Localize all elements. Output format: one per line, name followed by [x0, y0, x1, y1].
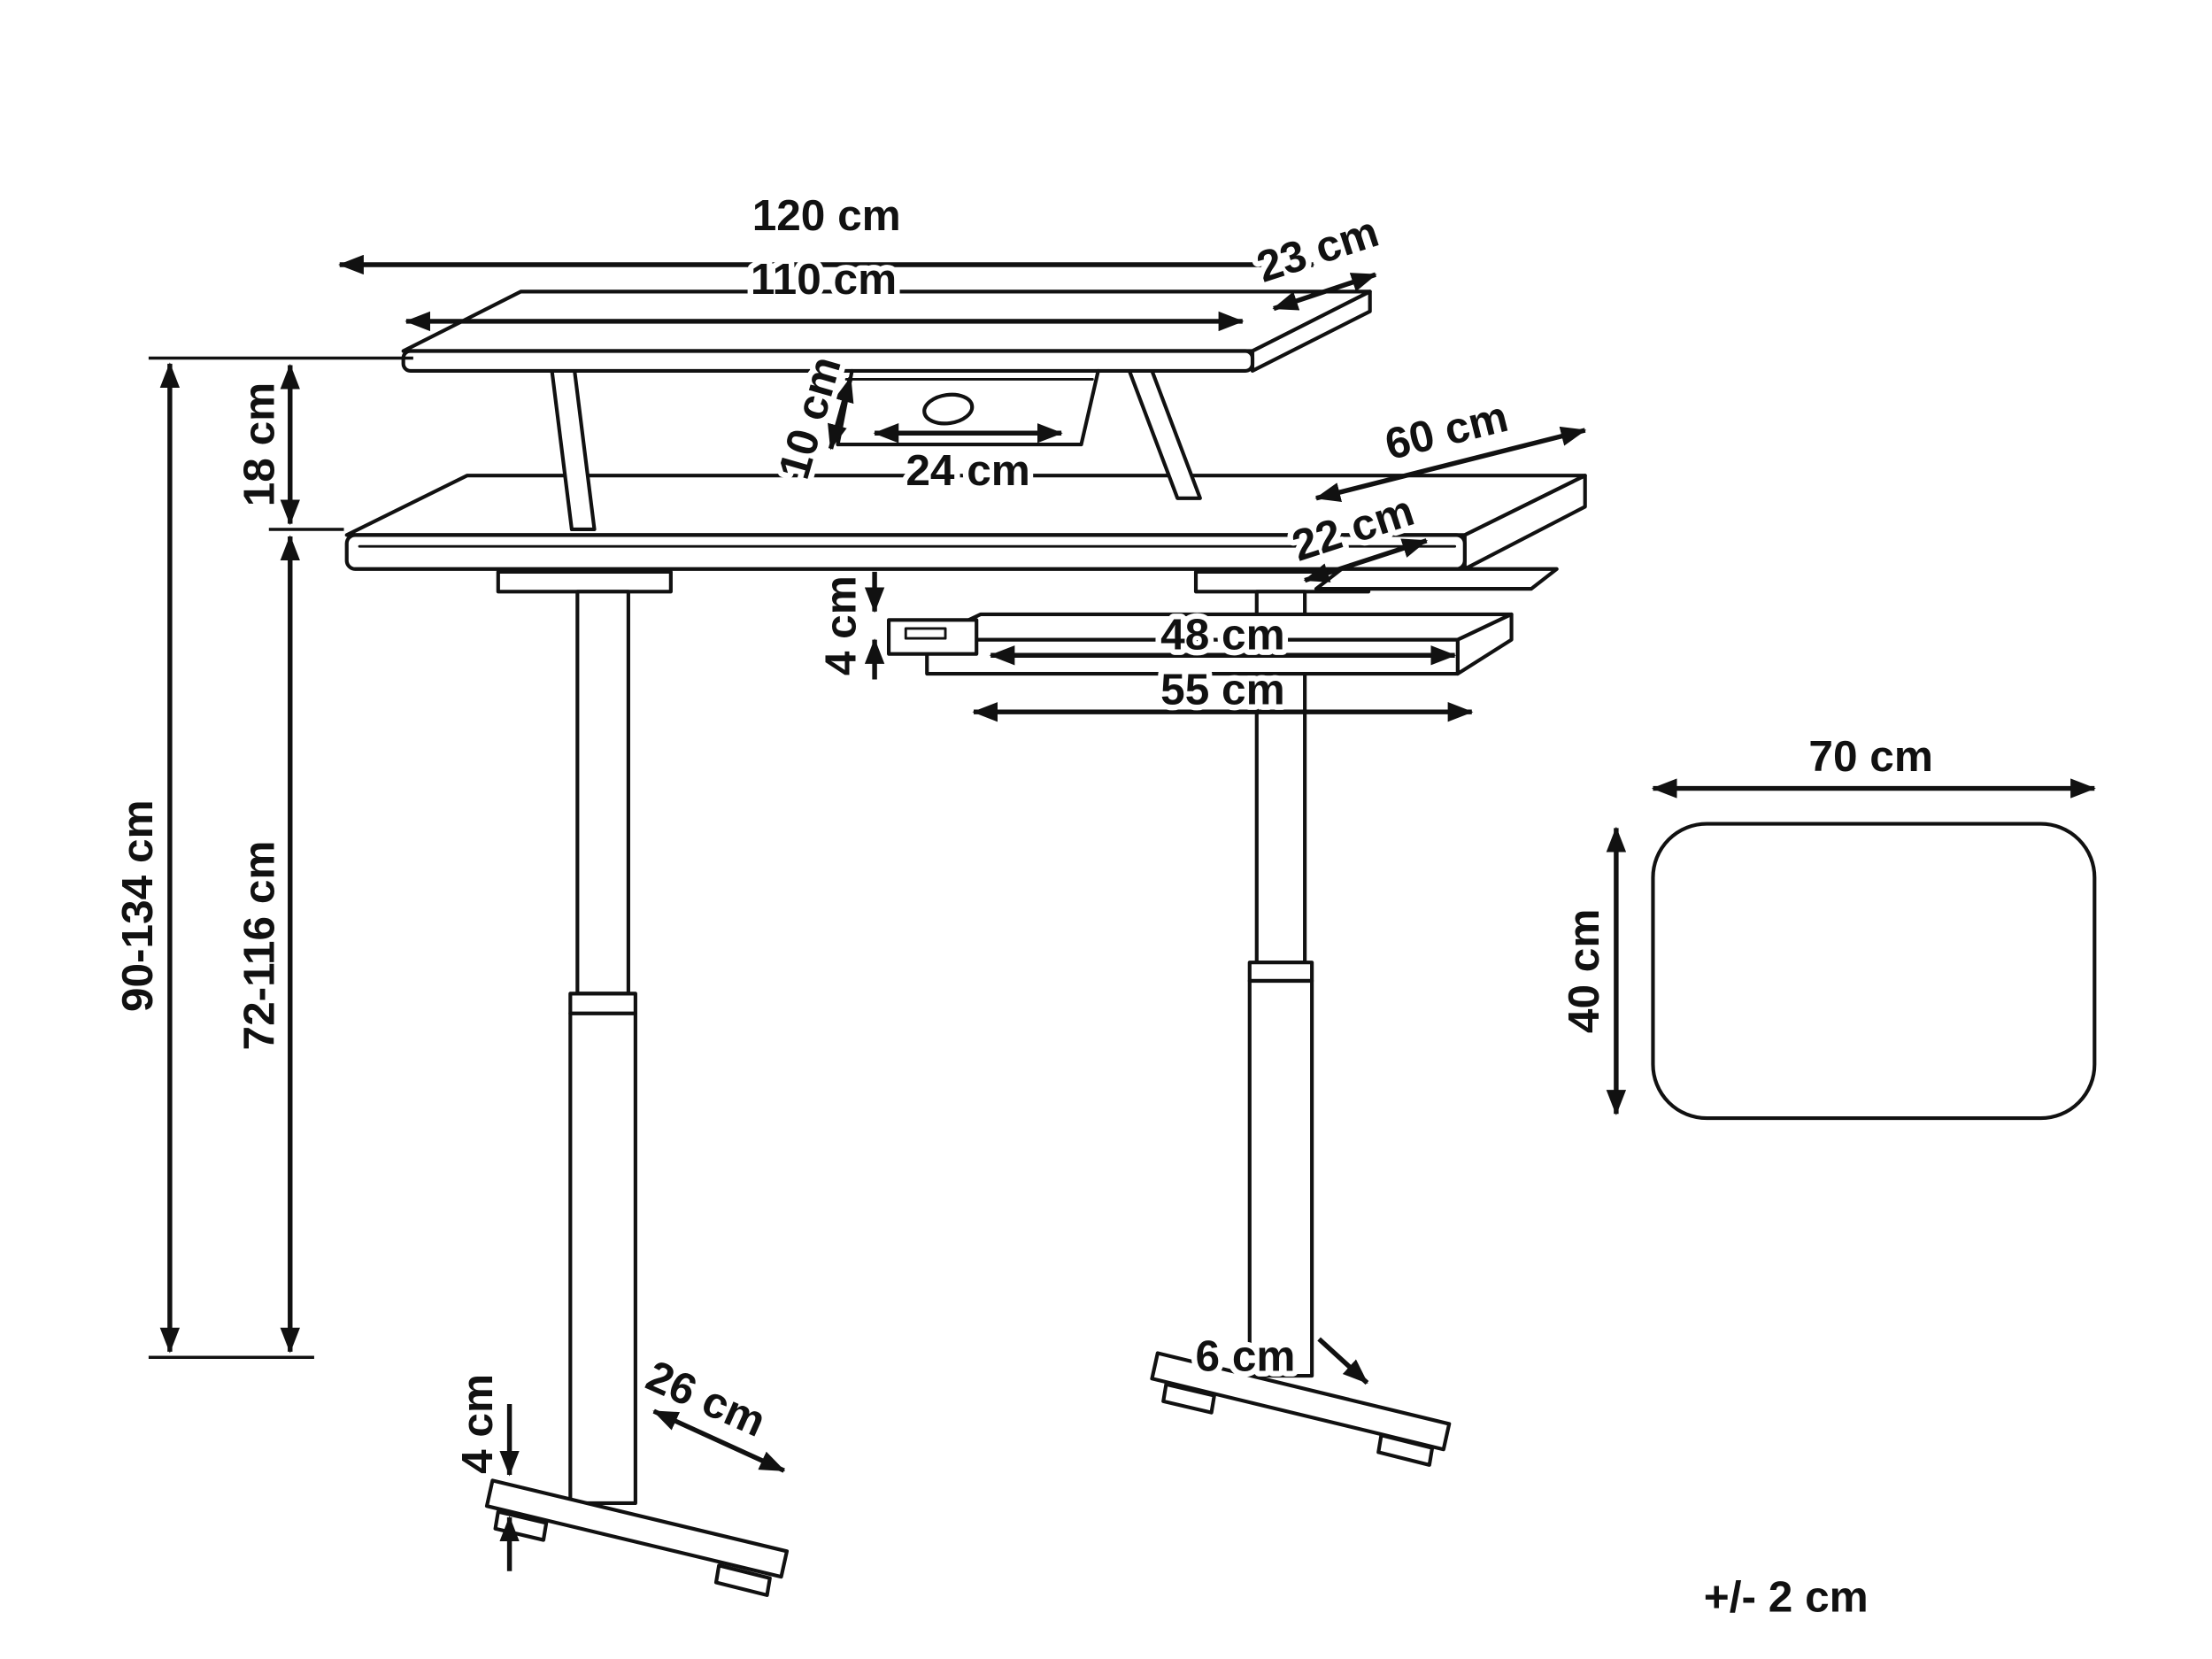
dim-label-shelf-height: 18 cm [235, 382, 284, 507]
dim-shelf-height: 18 cm [228, 363, 300, 526]
dim-label-overall-width: 120 cm [752, 190, 901, 240]
dim-keyboard-tray-width: 55 cm [972, 659, 1474, 722]
dim-label-keyboard-tray-inner-width: 48 cm [1160, 609, 1285, 659]
dim-label-panel-depth: 40 cm [1559, 909, 1608, 1034]
dim-panel-width: 70 cm [1651, 725, 2096, 799]
dim-desk-height: 72-116 cm [228, 535, 300, 1354]
dim-label-desktop-depth: 60 cm [1380, 391, 1513, 469]
dim-label-panel-width: 70 cm [1808, 731, 1933, 781]
dim-label-cable-tray-width: 24 cm [906, 445, 1030, 495]
dim-label-foot-width: 6 cm [1196, 1331, 1296, 1381]
dim-overall-width: 120 cm [338, 185, 1315, 275]
side-panel [1651, 822, 2097, 1121]
cable-hole [922, 392, 975, 426]
dim-overall-height: 90-134 cm [107, 362, 181, 1354]
leg-mounts [496, 569, 1371, 594]
dim-shelf-width: 110 cm [405, 249, 1245, 332]
dim-label-foot-height: 4 cm [452, 1374, 502, 1474]
keyboard-tray-rail [1314, 567, 1559, 591]
dim-foot-width: 6 cm [1190, 1325, 1369, 1386]
dim-label-desk-height: 72-116 cm [235, 841, 284, 1051]
dim-label-overall-height: 90-134 cm [112, 799, 162, 1012]
dim-label-keyboard-tray-width: 55 cm [1160, 665, 1285, 714]
left-foot [484, 1478, 790, 1597]
dim-panel-depth: 40 cm [1553, 826, 1627, 1115]
dim-foot-length: 26 cm [634, 1345, 786, 1473]
dim-cable-tray-width: 24 cm [873, 423, 1063, 500]
reference-ticks [148, 356, 413, 1360]
left-leg [568, 590, 637, 1506]
right-foot [1150, 1351, 1452, 1467]
dim-label-keyboard-tray-thickness: 4 cm [816, 575, 866, 675]
dim-keyboard-tray-inner-width: 48 cm [989, 604, 1457, 666]
dim-foot-height: 4 cm [446, 1369, 520, 1571]
dim-label-foot-length: 26 cm [639, 1351, 773, 1447]
dim-label-shelf-width: 110 cm [751, 254, 897, 304]
tolerance-note: +/- 2 cm [1704, 1571, 1869, 1621]
dim-keyboard-tray-thickness: 4 cm [810, 570, 885, 682]
